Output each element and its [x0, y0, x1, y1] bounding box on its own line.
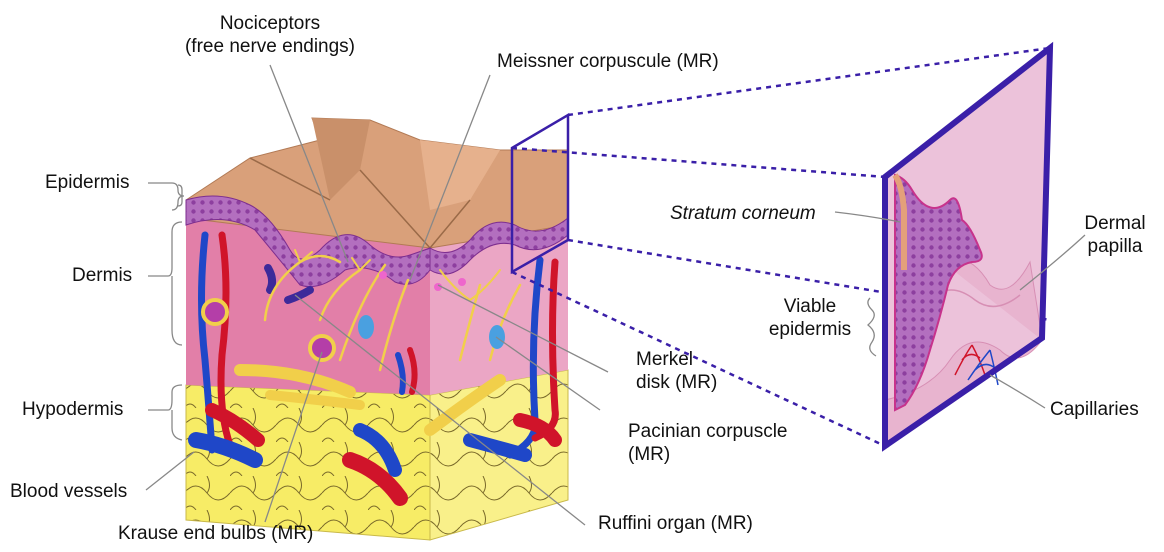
- label-meissner: Meissner corpuscule (MR): [497, 50, 719, 73]
- label-dermal-line2: papilla: [1075, 235, 1155, 258]
- label-nociceptors: Nociceptors (free nerve endings): [170, 12, 370, 58]
- label-stratum-corneum: Stratum corneum: [670, 202, 816, 225]
- label-viable-line1: Viable: [760, 295, 860, 318]
- label-pacinian-line2: (MR): [628, 443, 787, 466]
- label-dermal-papilla: Dermal papilla: [1075, 212, 1155, 258]
- label-capillaries: Capillaries: [1050, 398, 1139, 421]
- zoomed-section: [885, 48, 1050, 446]
- label-pacinian: Pacinian corpuscle (MR): [628, 420, 787, 466]
- label-merkel: Merkel disk (MR): [636, 348, 717, 394]
- label-hypodermis: Hypodermis: [22, 398, 123, 421]
- label-merkel-line1: Merkel: [636, 348, 717, 371]
- label-viable-line2: epidermis: [760, 318, 860, 341]
- label-pacinian-line1: Pacinian corpuscle: [628, 420, 787, 443]
- label-dermis: Dermis: [72, 264, 132, 287]
- skin-block: [186, 115, 568, 540]
- label-blood-vessels: Blood vessels: [10, 480, 127, 503]
- label-epidermis: Epidermis: [45, 171, 129, 194]
- label-dermal-line1: Dermal: [1075, 212, 1155, 235]
- label-nociceptors-line1: Nociceptors: [170, 12, 370, 35]
- label-krause: Krause end bulbs (MR): [118, 522, 313, 545]
- label-nociceptors-line2: (free nerve endings): [170, 35, 370, 58]
- label-merkel-line2: disk (MR): [636, 371, 717, 394]
- label-ruffini: Ruffini organ (MR): [598, 512, 753, 535]
- label-viable-epidermis: Viable epidermis: [760, 295, 860, 341]
